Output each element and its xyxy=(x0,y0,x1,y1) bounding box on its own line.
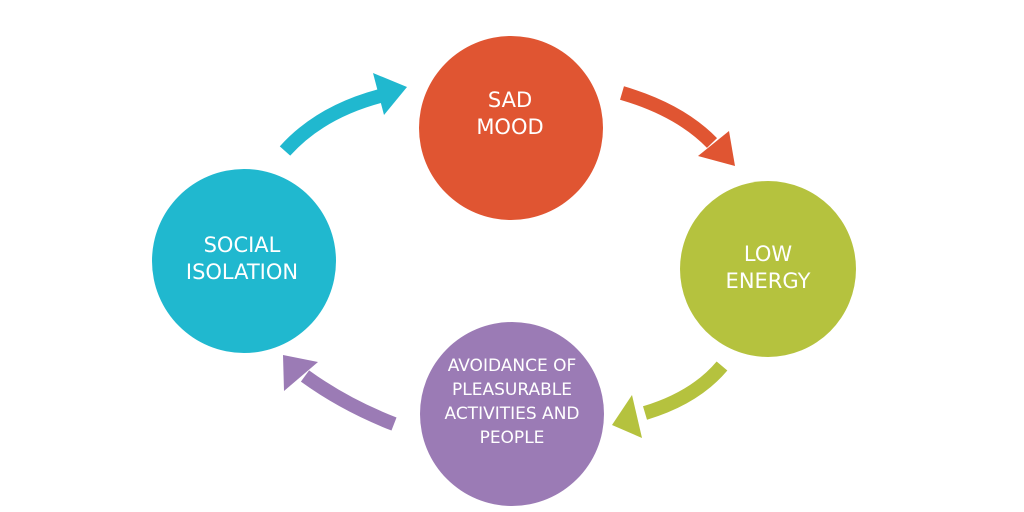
arrowhead-icon xyxy=(283,355,318,391)
node-sad-mood: SAD MOOD xyxy=(419,36,603,220)
node-label-line: SOCIAL xyxy=(203,233,281,257)
node-label: LOW ENERGY xyxy=(726,241,811,295)
node-low-energy: LOW ENERGY xyxy=(680,181,856,357)
node-label: SOCIAL ISOLATION xyxy=(186,232,298,286)
node-label-line: ISOLATION xyxy=(185,260,299,284)
arrowhead-icon xyxy=(612,395,642,438)
node-label-line: AVOIDANCE OF xyxy=(447,356,577,376)
node-label-line: ACTIVITIES AND xyxy=(444,404,580,424)
arrowhead-icon xyxy=(373,73,407,115)
node-label-line: LOW xyxy=(743,242,793,266)
arrow-avoid-to-social xyxy=(283,355,397,431)
arrow-shaft xyxy=(642,361,728,420)
node-label-line: MOOD xyxy=(476,115,544,139)
arrowhead-icon xyxy=(698,131,735,166)
arrow-shaft xyxy=(279,89,382,156)
node-avoidance: AVOIDANCE OF PLEASURABLE ACTIVITIES AND … xyxy=(420,322,604,506)
arrow-social-to-sad xyxy=(279,73,407,156)
node-social-isolation: SOCIAL ISOLATION xyxy=(152,169,336,353)
arrow-shaft xyxy=(300,370,397,431)
arrow-shaft xyxy=(620,86,718,148)
node-label-line: SAD xyxy=(487,88,533,112)
node-label-line: ENERGY xyxy=(725,269,811,293)
node-label: SAD MOOD xyxy=(476,87,543,141)
node-label-line: PEOPLE xyxy=(479,428,545,448)
arrow-sad-to-energy xyxy=(620,86,735,166)
arrow-energy-to-avoid xyxy=(612,361,728,438)
node-label: AVOIDANCE OF PLEASURABLE ACTIVITIES AND … xyxy=(444,354,579,450)
node-label-line: PLEASURABLE xyxy=(452,380,572,400)
